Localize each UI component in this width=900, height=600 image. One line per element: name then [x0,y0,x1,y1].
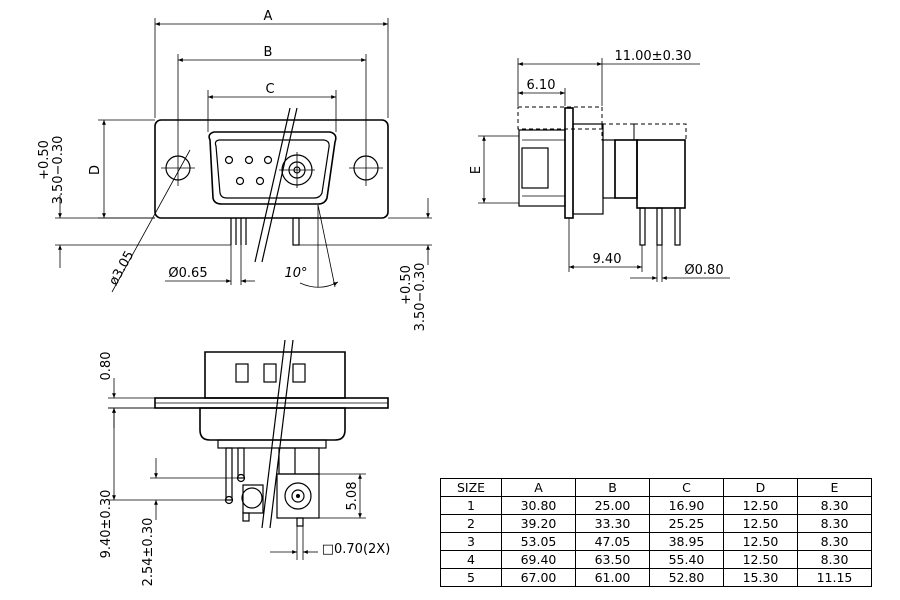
right-tol-offset: +0.50 [399,265,414,305]
table-cell: 38.95 [649,532,724,551]
table-row: 1 30.80 25.00 16.90 12.50 8.30 [440,496,872,515]
table-cell: 61.00 [575,568,650,587]
table-cell: 8.30 [797,514,872,533]
table-cell: 55.40 [649,550,724,569]
table-cell: 47.05 [575,532,650,551]
col-size: SIZE [440,478,502,497]
dim-d-label: D [88,165,103,175]
table-cell: 25.25 [649,514,724,533]
right-tol-base: 3.50−0.30 [413,263,428,332]
table-cell: 8.30 [797,532,872,551]
table-cell: 4 [440,550,502,569]
front-view: A B C D +0.50 3.50−0.30 +0.50 3.50−0.30 … [37,9,432,331]
pitch-label: 2.54±0.30 [141,518,156,587]
table-cell: 63.50 [575,550,650,569]
col-d: D [723,478,798,497]
table-cell: 1 [440,496,502,515]
table-cell: 5 [440,568,502,587]
table-cell: 16.90 [649,496,724,515]
pin-offset-label: 9.40 [593,252,622,267]
table-cell: 67.00 [501,568,576,587]
angle-label: 10° [284,266,307,281]
table-cell: 39.20 [501,514,576,533]
table-cell: 52.80 [649,568,724,587]
table-cell: 25.00 [575,496,650,515]
table-cell: 8.30 [797,550,872,569]
table-cell: 12.50 [723,514,798,533]
table-row: 5 67.00 61.00 52.80 15.30 11.15 [440,568,872,587]
table-cell: 30.80 [501,496,576,515]
left-tol-offset: +0.50 [37,140,52,180]
table-cell: 12.50 [723,550,798,569]
table-header-row: SIZE A B C D E [440,478,872,497]
depth-label: 11.00±0.30 [614,49,691,64]
table-cell: 12.50 [723,532,798,551]
table-cell: 8.30 [797,496,872,515]
table-cell: 3 [440,532,502,551]
dim-c-label: C [265,82,274,97]
dim-a-label: A [264,9,273,24]
col-a: A [501,478,576,497]
table-cell: 12.50 [723,496,798,515]
front-height-label: 0.80 [99,352,114,381]
hole-dia-label: ø3.05 [106,249,137,289]
table-cell: 69.40 [501,550,576,569]
board-pin-dia-label: Ø0.80 [684,263,723,278]
table-row: 3 53.05 47.05 38.95 12.50 8.30 [440,532,872,551]
table-cell: 53.05 [501,532,576,551]
square-pin-label: □0.70(2X) [322,542,391,557]
col-c: C [649,478,724,497]
size-table: SIZE A B C D E 1 30.80 25.00 16.90 12.50… [440,478,872,587]
left-tol-base: 3.50−0.30 [51,136,66,205]
table-row: 4 69.40 63.50 55.40 12.50 8.30 [440,550,872,569]
flange-depth-label: 6.10 [527,78,556,93]
dim-e-label: E [469,166,484,174]
side-view: 11.00±0.30 6.10 E 9.40 Ø0.80 [469,49,730,282]
col-e: E [797,478,872,497]
col-b: B [575,478,650,497]
table-cell: 11.15 [797,568,872,587]
table-cell: 2 [440,514,502,533]
pin-dia-label: Ø0.65 [168,266,207,281]
top-view: 0.80 9.40±0.30 2.54±0.30 5.08 □0.70(2X) [99,339,391,587]
table-cell: 33.30 [575,514,650,533]
dim-b-label: B [264,45,273,60]
row-spacing-label: 9.40±0.30 [99,490,114,559]
pin-pitch-label: 5.08 [345,482,360,511]
table-row: 2 39.20 33.30 25.25 12.50 8.30 [440,514,872,533]
table-cell: 15.30 [723,568,798,587]
